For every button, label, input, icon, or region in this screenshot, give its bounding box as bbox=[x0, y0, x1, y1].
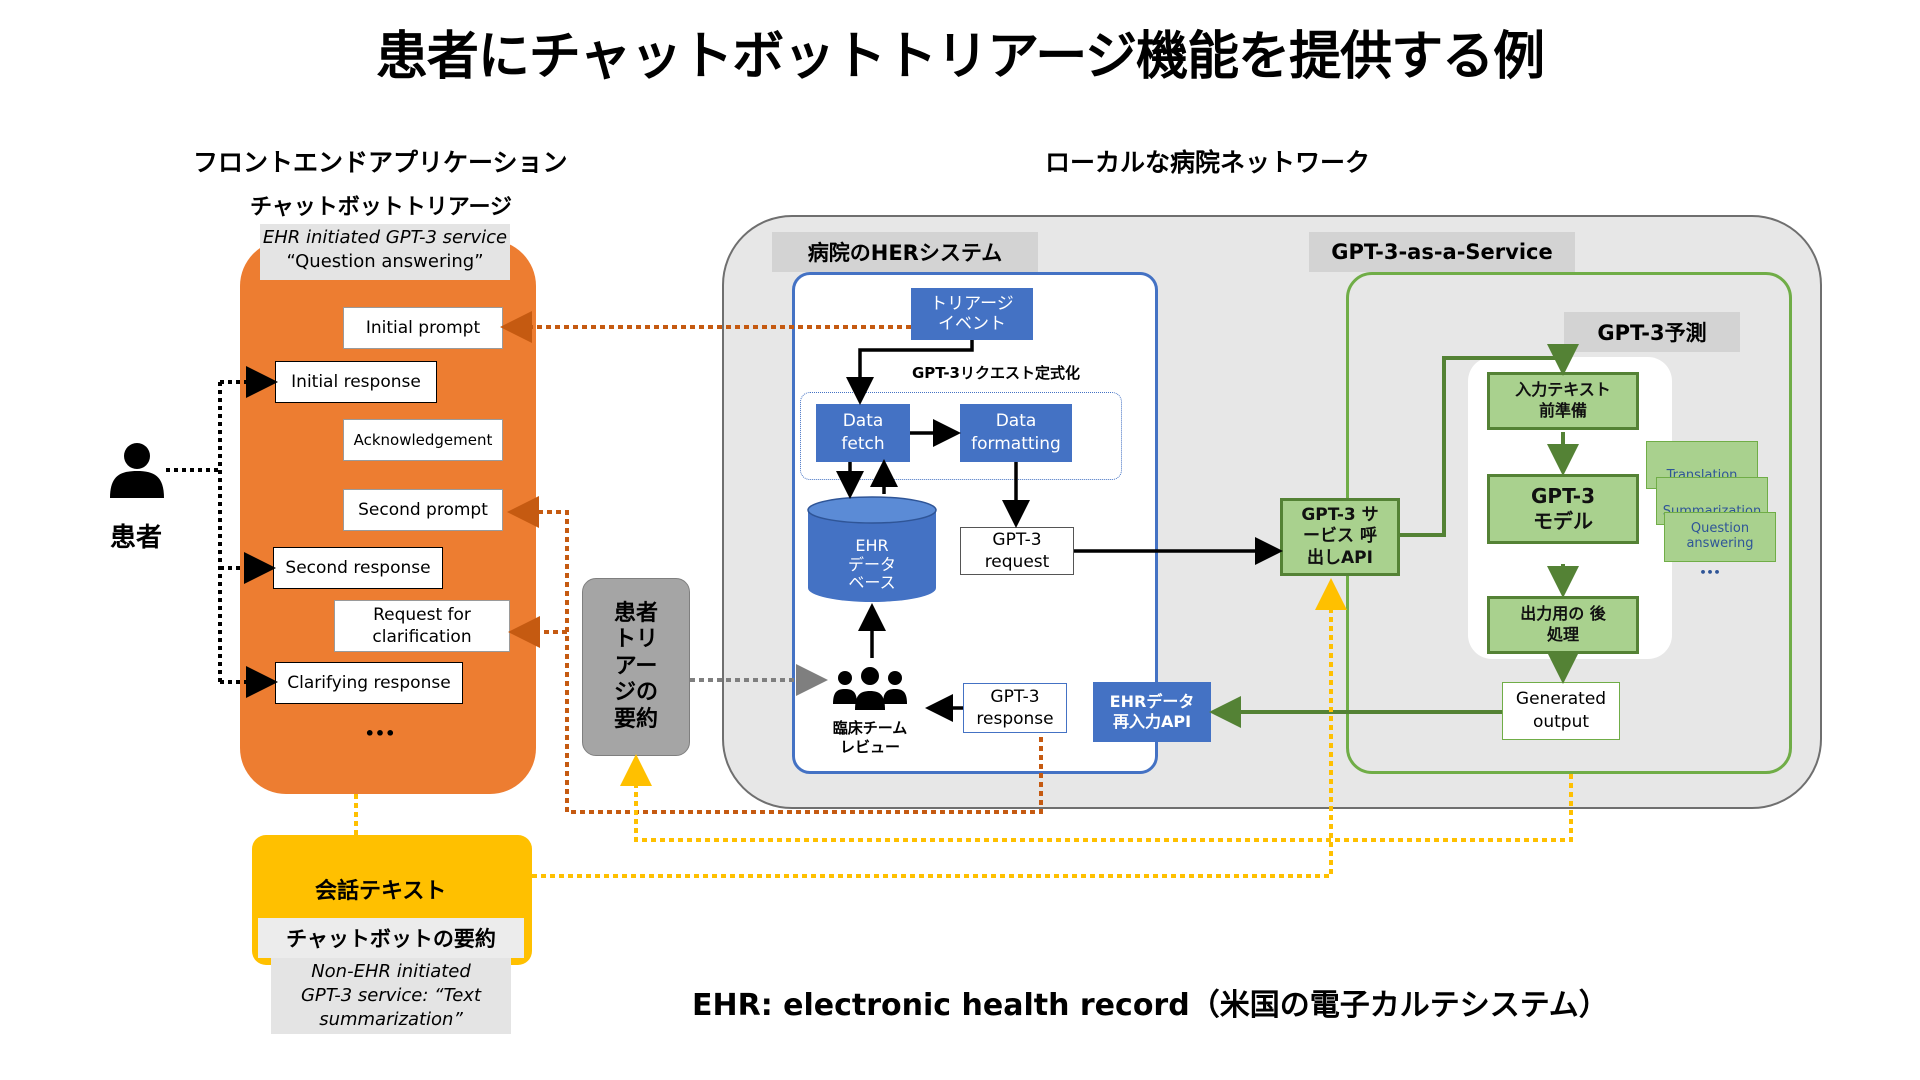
page-title: 患者にチャットボットトリアージ機能を提供する例 bbox=[375, 27, 1545, 87]
data-fetch-box: Data fetch bbox=[816, 404, 910, 462]
ehr-service-label: EHR initiated GPT-3 service “Question an… bbox=[260, 224, 510, 280]
ehr-service-label-line1: EHR initiated GPT-3 service bbox=[262, 227, 508, 248]
ehr-service-label-line2: “Question answering” bbox=[286, 251, 484, 273]
chatbot-triage-heading: チャットボットトリアージ bbox=[250, 195, 513, 220]
ehr-database-label: EHR データ ベース bbox=[847, 536, 896, 593]
patient-triage-summary-box: 患者 トリ アー ジの 要約 bbox=[582, 578, 690, 756]
triage-event-box: トリアージ イベント bbox=[911, 288, 1033, 340]
patient-label: 患者 bbox=[110, 523, 163, 553]
footnote: EHR: electronic health record（米国の電子カルテシス… bbox=[692, 988, 1609, 1023]
more-tasks-ellipsis: ••• bbox=[1699, 565, 1721, 579]
initial-prompt-box: Initial prompt bbox=[343, 307, 503, 349]
clinical-team-review-label: 臨床チーム レビュー bbox=[832, 719, 908, 756]
more-messages-ellipsis: ••• bbox=[364, 723, 396, 743]
gpt3-model-box: GPT-3 モデル bbox=[1487, 474, 1639, 544]
database-icon bbox=[807, 496, 937, 602]
acknowledgement-box: Acknowledgement bbox=[343, 419, 503, 461]
non-ehr-service-label: Non-EHR initiated GPT-3 service: “Text s… bbox=[271, 958, 511, 1034]
request-formalization-group bbox=[800, 392, 1122, 480]
summarization-links bbox=[354, 578, 1573, 878]
question-answering-card: Question answering bbox=[1664, 512, 1776, 562]
conversation-text-label: 会話テキスト bbox=[315, 879, 447, 904]
team-icon bbox=[833, 667, 907, 710]
gpt3-service-api-box: GPT-3 サービス 呼出しAPI bbox=[1280, 498, 1400, 576]
gpt-flow-arrows bbox=[1209, 344, 1579, 728]
frontend-heading: フロントエンドアプリケーション bbox=[193, 148, 568, 177]
second-prompt-box: Second prompt bbox=[343, 489, 503, 531]
generated-output-box: Generated output bbox=[1502, 682, 1620, 740]
request-formalization-label: GPT-3リクエスト定式化 bbox=[912, 364, 1080, 382]
gpt-prediction-tag: GPT-3予測 bbox=[1564, 312, 1740, 352]
request-clarification-box: Request for clarification bbox=[334, 600, 510, 652]
triage-to-prompt-link bbox=[500, 311, 1043, 814]
data-formatting-box: Data formatting bbox=[960, 404, 1072, 462]
her-internal-arrows bbox=[836, 340, 1283, 722]
patient-links bbox=[166, 366, 278, 698]
initial-response-box: Initial response bbox=[275, 361, 437, 403]
network-heading: ローカルな病院ネットワーク bbox=[1045, 148, 1371, 177]
chatbot-summary-label: チャットボットの要約 bbox=[258, 918, 524, 958]
second-response-box: Second response bbox=[273, 547, 443, 589]
ehr-reentry-api-box: EHRデータ 再入力API bbox=[1093, 682, 1211, 742]
her-system-tag: 病院のHERシステム bbox=[772, 232, 1038, 272]
gpt3-response-box: GPT-3 response bbox=[963, 683, 1067, 733]
gpt-service-tag: GPT-3-as-a-Service bbox=[1309, 232, 1575, 272]
person-icon bbox=[110, 443, 164, 498]
